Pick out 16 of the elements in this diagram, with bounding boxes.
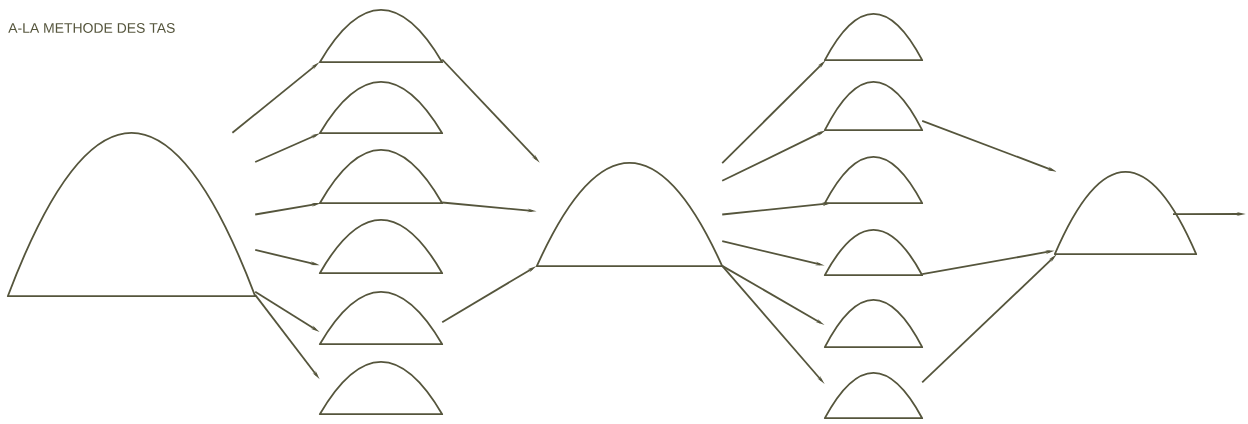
heap-shape xyxy=(6,131,257,298)
heap-shape xyxy=(318,218,444,275)
heap-shape xyxy=(823,298,924,349)
heap-shape xyxy=(318,290,444,346)
heap-shape xyxy=(823,80,924,132)
heap-shape xyxy=(823,371,924,420)
heap-shape xyxy=(1053,170,1198,256)
heap-shape xyxy=(318,148,444,205)
heap-shape xyxy=(318,8,444,64)
heap-shape xyxy=(823,12,924,62)
heap-shape xyxy=(318,360,444,416)
heap-shape xyxy=(823,228,924,277)
heap-shape xyxy=(823,155,924,205)
heap-shape xyxy=(535,161,724,268)
title: A-LA METHODE DES TAS xyxy=(8,23,175,33)
heap-shape xyxy=(318,80,444,135)
